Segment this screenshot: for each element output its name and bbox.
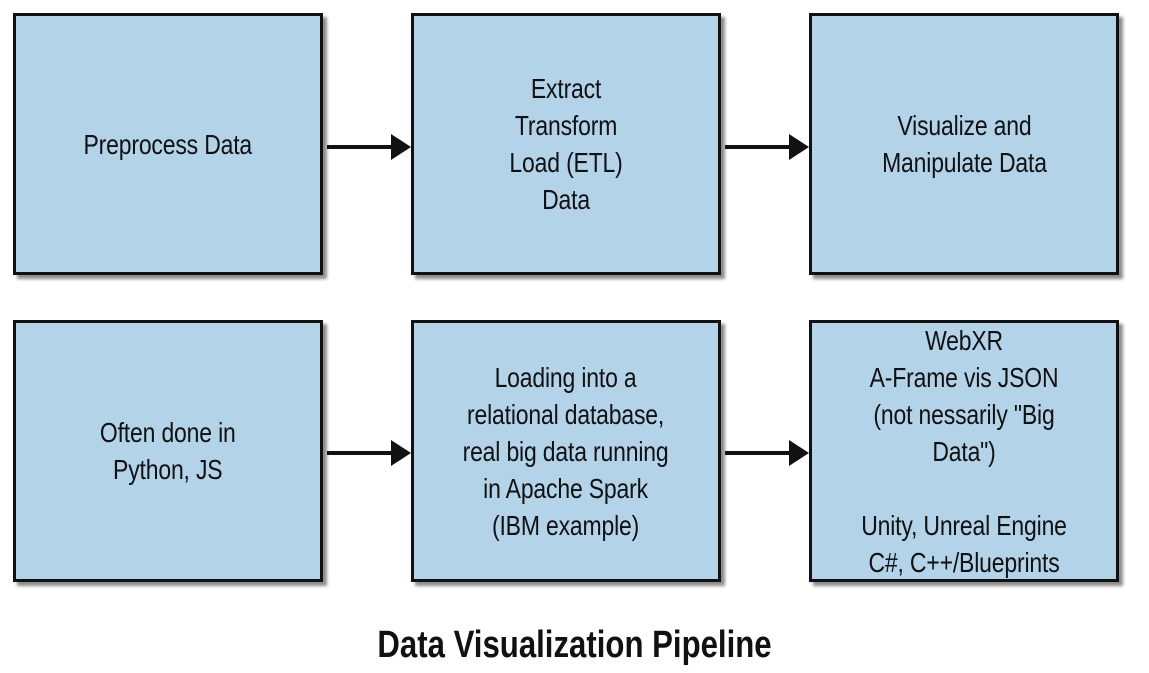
- flow-arrow: [327, 134, 411, 160]
- arrow-shaft: [327, 451, 393, 455]
- flow-arrow: [327, 440, 411, 466]
- arrow-head-icon: [391, 134, 411, 160]
- diagram-caption: Data Visualization Pipeline: [377, 624, 772, 666]
- detail-box-visualize: WebXR A-Frame vis JSON (not nessarily "B…: [809, 320, 1119, 582]
- stage-box-preprocess: Preprocess Data: [13, 13, 323, 275]
- detail-box-preprocess: Often done in Python, JS: [13, 320, 323, 582]
- stage-detail-preprocess: Often done in Python, JS: [100, 417, 236, 485]
- arrow-head-icon: [789, 440, 809, 466]
- stage-heading-visualize: Visualize and Manipulate Data: [881, 110, 1047, 178]
- stage-detail-etl: Loading into a relational database, real…: [463, 361, 669, 541]
- arrow-shaft: [725, 451, 791, 455]
- arrow-head-icon: [789, 134, 809, 160]
- stage-box-visualize: Visualize and Manipulate Data: [809, 13, 1119, 275]
- stage-detail-visualize: WebXR A-Frame vis JSON (not nessarily "B…: [861, 324, 1067, 578]
- arrow-shaft: [725, 145, 791, 149]
- stage-heading-preprocess: Preprocess Data: [83, 128, 253, 160]
- detail-box-etl: Loading into a relational database, real…: [411, 320, 721, 582]
- flow-arrow: [725, 440, 809, 466]
- stage-box-etl: Extract Transform Load (ETL) Data: [411, 13, 721, 275]
- stage-heading-etl: Extract Transform Load (ETL) Data: [509, 73, 623, 215]
- arrow-head-icon: [391, 440, 411, 466]
- arrow-shaft: [327, 145, 393, 149]
- flow-arrow: [725, 134, 809, 160]
